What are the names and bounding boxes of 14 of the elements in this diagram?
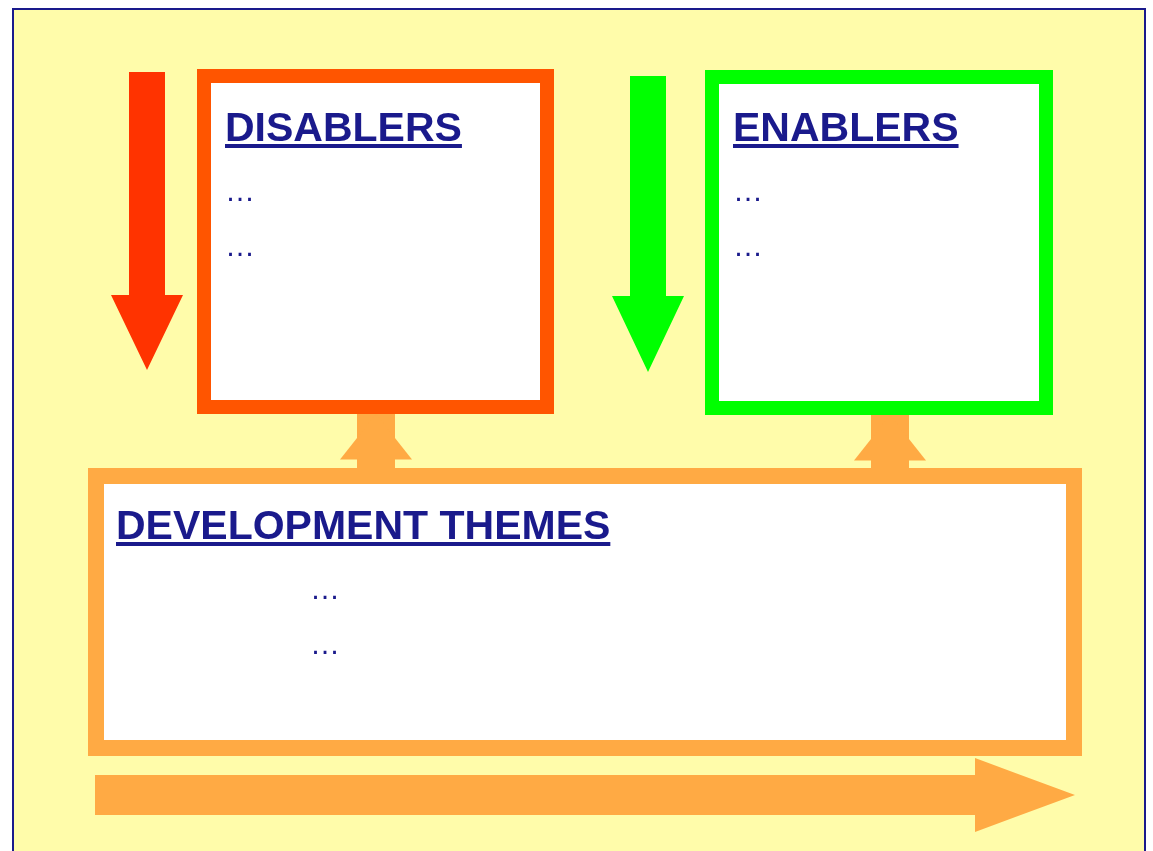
box-heading: DEVELOPMENT THEMES — [116, 501, 611, 549]
process-box — [705, 70, 1053, 415]
list-item: … — [225, 231, 255, 261]
list-item: … — [310, 629, 340, 659]
list-item: … — [733, 176, 763, 206]
list-item: … — [310, 574, 340, 604]
arrow — [853, 415, 927, 468]
arrow — [339, 414, 413, 468]
list-item: … — [733, 231, 763, 261]
box-heading: ENABLERS — [733, 103, 959, 151]
box-heading: DISABLERS — [225, 103, 462, 151]
process-box — [88, 468, 1082, 756]
list-item: … — [225, 176, 255, 206]
process-box — [197, 69, 554, 414]
